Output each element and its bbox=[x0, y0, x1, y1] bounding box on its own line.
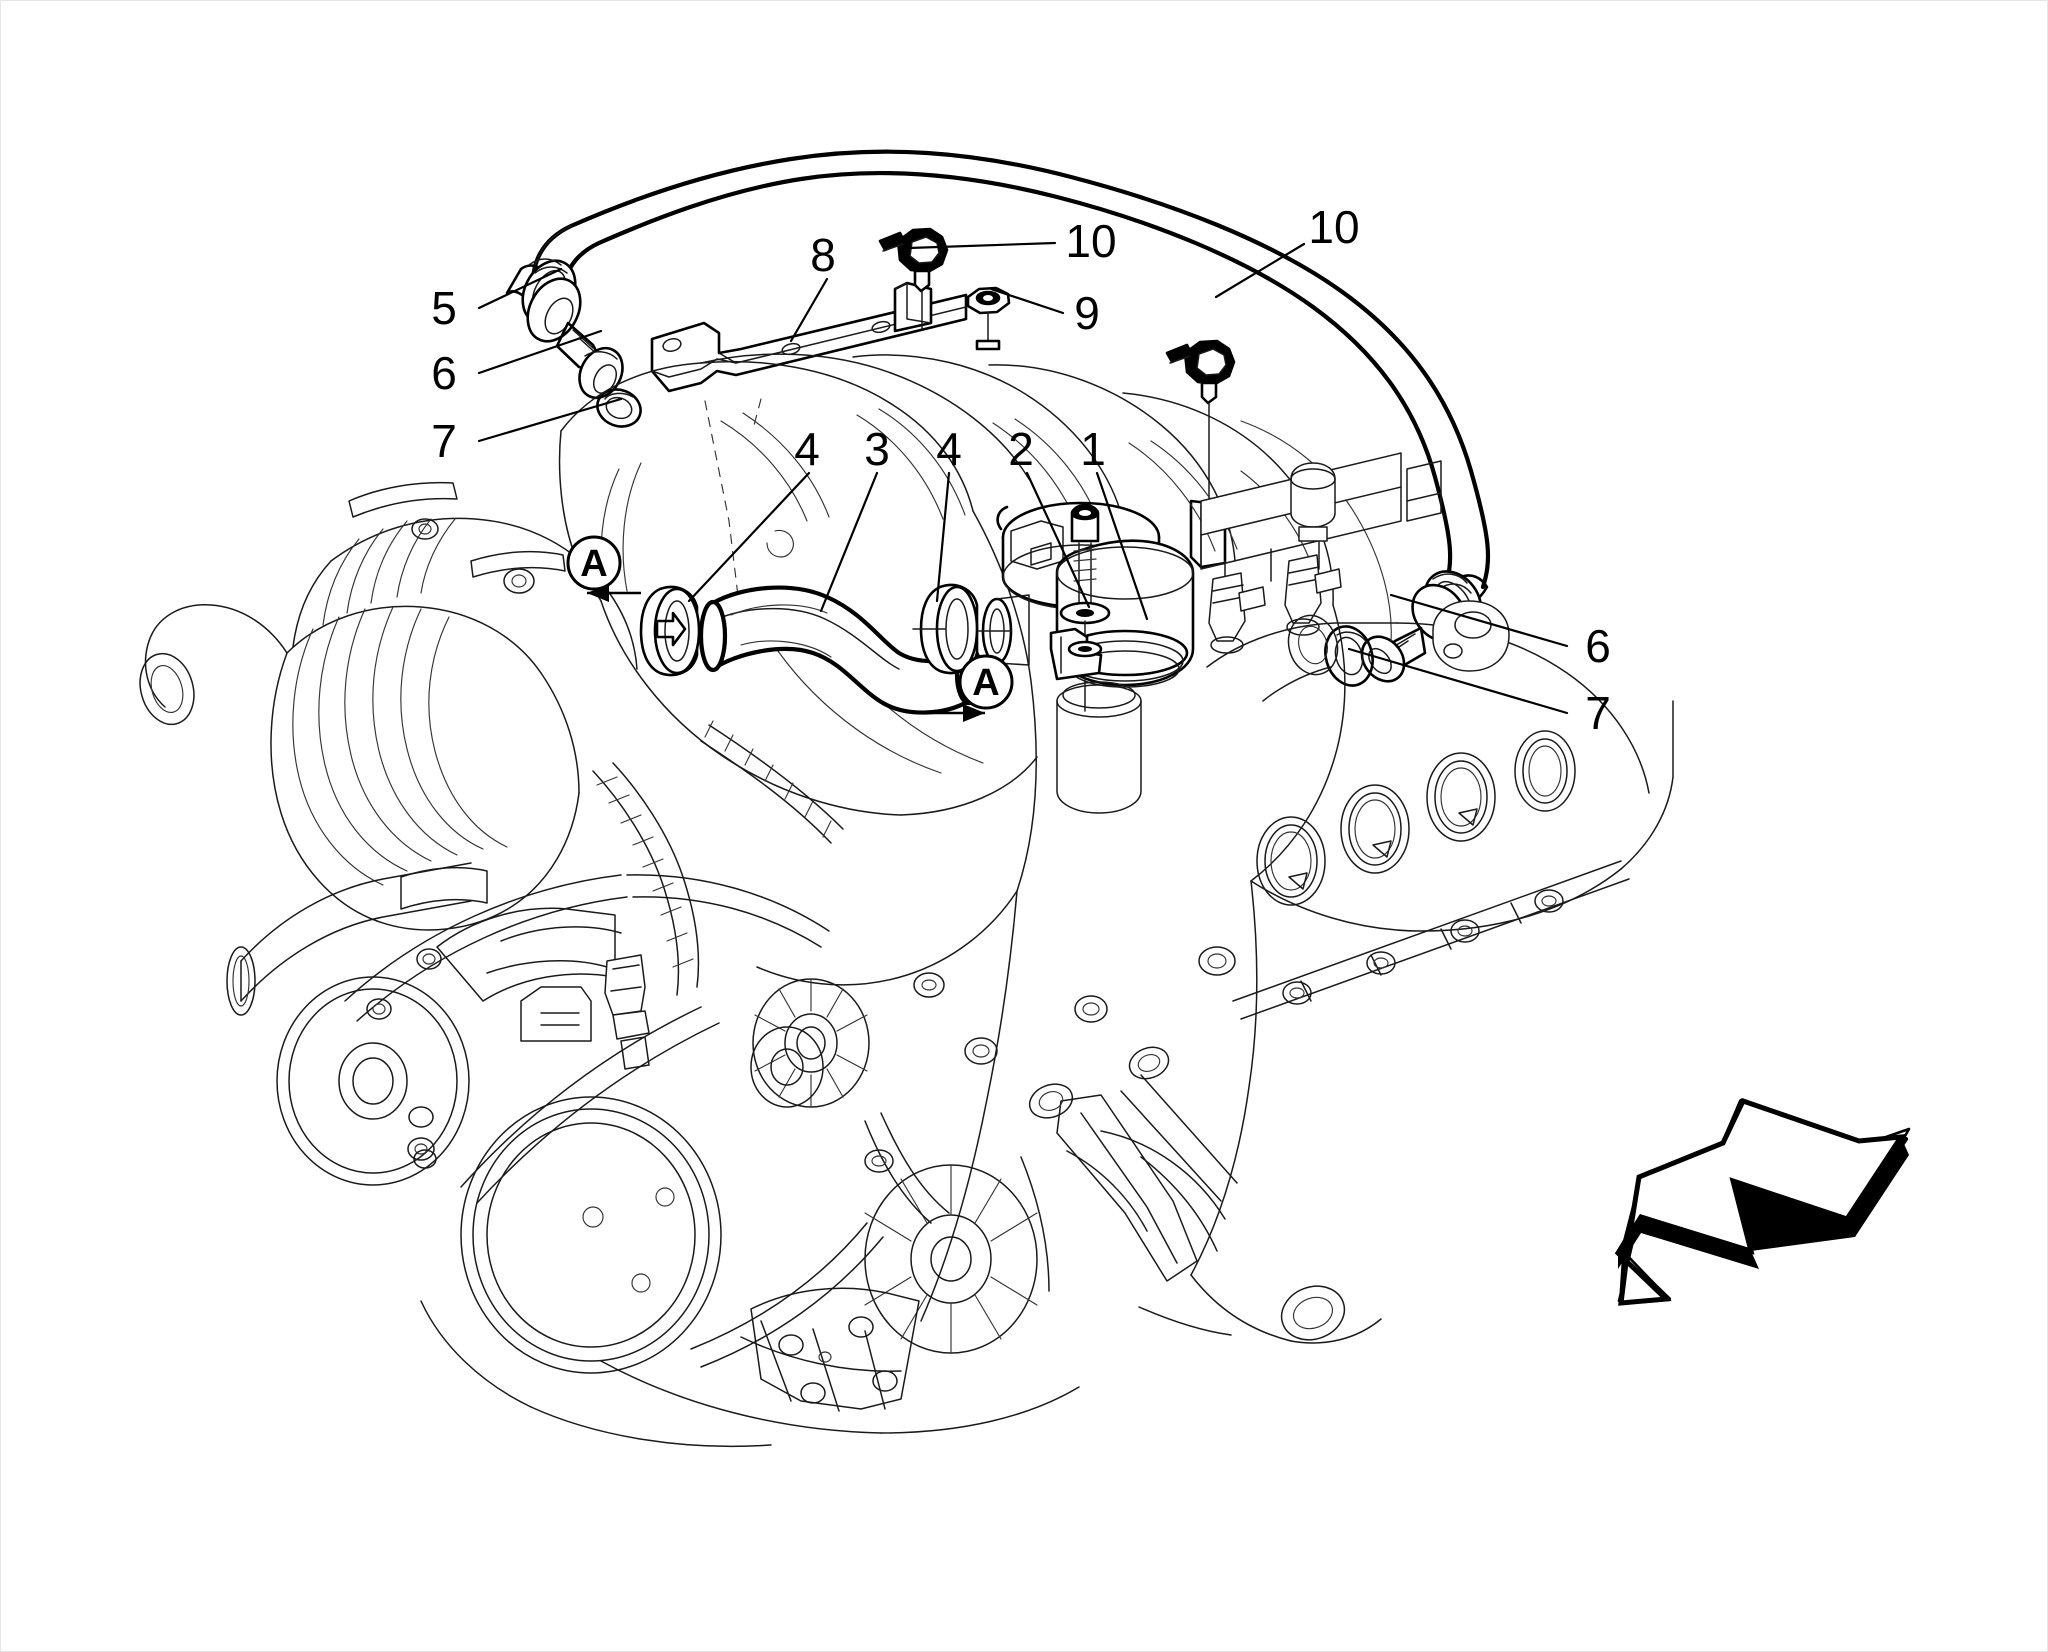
callout-4: 4 bbox=[935, 423, 962, 603]
air-intake-duct bbox=[139, 481, 638, 931]
callout-leader-line bbox=[789, 277, 829, 343]
idler-pulley-c bbox=[750, 1026, 824, 1108]
callout-leader-line bbox=[477, 397, 623, 443]
callout-leader-line bbox=[477, 329, 603, 375]
section-marker-A: A bbox=[566, 535, 641, 602]
callout-number-7: 7 bbox=[431, 415, 457, 467]
idler-pulley-b bbox=[864, 1164, 1038, 1354]
nut-9 bbox=[966, 286, 1011, 351]
view-direction-arrow bbox=[1614, 1097, 1911, 1306]
callout-leader-line bbox=[1025, 471, 1091, 609]
section-marker-circle bbox=[566, 535, 622, 591]
callout-leader-line bbox=[907, 241, 1057, 250]
section-marker-letter: A bbox=[972, 662, 999, 704]
callout-number-10: 10 bbox=[1308, 201, 1359, 253]
callout-number-7: 7 bbox=[1585, 687, 1611, 739]
section-arrow-head bbox=[963, 704, 985, 722]
callout-number-4: 4 bbox=[794, 423, 820, 475]
sealing-ring-4-right bbox=[912, 583, 1030, 675]
fuel-rail-injectors bbox=[1200, 452, 1442, 654]
injectors bbox=[1208, 554, 1342, 654]
callout-number-10: 10 bbox=[1065, 215, 1116, 267]
callout-leader-line bbox=[1214, 242, 1306, 299]
callout-number-5: 5 bbox=[431, 282, 457, 334]
callout-number-4: 4 bbox=[936, 423, 962, 475]
engine-block-lower bbox=[420, 880, 1382, 1448]
oil-separator-assembly bbox=[996, 501, 1195, 814]
callout-leader-line bbox=[819, 471, 879, 613]
idler-pulley-a bbox=[752, 978, 870, 1108]
callout-4: 4 bbox=[687, 423, 820, 603]
callout-7: 7 bbox=[1347, 647, 1611, 739]
callout-number-3: 3 bbox=[864, 423, 890, 475]
thermostat-housing bbox=[366, 907, 622, 1169]
section-marker-circle bbox=[958, 654, 1014, 710]
wiring-harness bbox=[592, 720, 844, 1070]
callout-number-9: 9 bbox=[1074, 287, 1100, 339]
callout-6: 6 bbox=[431, 329, 603, 399]
callout-number-2: 2 bbox=[1008, 423, 1034, 475]
callout-leader-line bbox=[687, 471, 811, 603]
callout-7: 7 bbox=[431, 397, 623, 467]
callout-leader-line bbox=[989, 287, 1065, 315]
accessory-belt-drive bbox=[226, 720, 1038, 1374]
callout-3: 3 bbox=[819, 423, 890, 613]
callout-leader-line bbox=[477, 267, 563, 310]
valve-cover-ports bbox=[1287, 600, 1510, 676]
callout-8: 8 bbox=[789, 229, 836, 343]
section-marker-layer: AA bbox=[566, 535, 1014, 722]
callout-leader-line bbox=[935, 471, 951, 603]
callout-leader-line bbox=[1095, 471, 1149, 621]
engine-bosses bbox=[864, 946, 1236, 1173]
cover-bolt-row bbox=[1232, 860, 1630, 1020]
callout-number-6: 6 bbox=[1585, 620, 1611, 672]
callout-1: 1 bbox=[1080, 423, 1149, 621]
section-arrow-head bbox=[587, 584, 609, 602]
callout-9: 9 bbox=[989, 287, 1100, 339]
mounting-bracket-8 bbox=[650, 281, 968, 393]
callout-6: 6 bbox=[1389, 593, 1611, 672]
spark-plug-seals bbox=[1256, 730, 1576, 906]
callout-5: 5 bbox=[431, 267, 563, 334]
callout-leader-line bbox=[1347, 647, 1569, 715]
callout-number-6: 6 bbox=[431, 347, 457, 399]
callout-2: 2 bbox=[1008, 423, 1091, 609]
section-marker-letter: A bbox=[580, 543, 607, 585]
callout-number-8: 8 bbox=[810, 229, 836, 281]
hose-clip-10-left bbox=[878, 227, 949, 330]
cylinder-head-cover bbox=[1206, 622, 1674, 1020]
union-fitting-6-left bbox=[526, 277, 624, 400]
callout-number-1: 1 bbox=[1080, 423, 1106, 475]
callout-10: 10 bbox=[907, 215, 1117, 267]
callout-leader-line bbox=[1389, 593, 1569, 648]
section-marker-A: A bbox=[919, 654, 1014, 722]
sealing-ring-4-left bbox=[639, 585, 701, 677]
callout-10: 10 bbox=[1214, 201, 1360, 299]
